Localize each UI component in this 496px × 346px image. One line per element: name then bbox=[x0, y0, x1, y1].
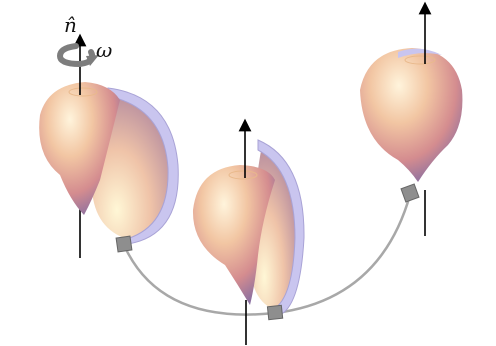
axis-label-n-hat: n̂ bbox=[64, 13, 77, 37]
top-swirl-middle bbox=[228, 170, 258, 180]
shape-left: n̂ ω bbox=[39, 13, 179, 258]
cube-joint-icon bbox=[115, 235, 133, 253]
top-swirl-left bbox=[68, 87, 98, 97]
rim-right bbox=[398, 48, 442, 58]
shape-right bbox=[360, 1, 463, 236]
cube-joint-icon bbox=[266, 304, 284, 321]
omega-label: ω bbox=[96, 38, 112, 62]
body-right bbox=[360, 48, 463, 182]
top-swirl-right bbox=[404, 55, 436, 65]
cube-joint-icon bbox=[400, 183, 420, 203]
curved-rotation-arrow-icon bbox=[56, 43, 99, 68]
shape-middle bbox=[192, 118, 305, 345]
body-left bbox=[39, 82, 120, 215]
body-middle bbox=[192, 165, 275, 305]
